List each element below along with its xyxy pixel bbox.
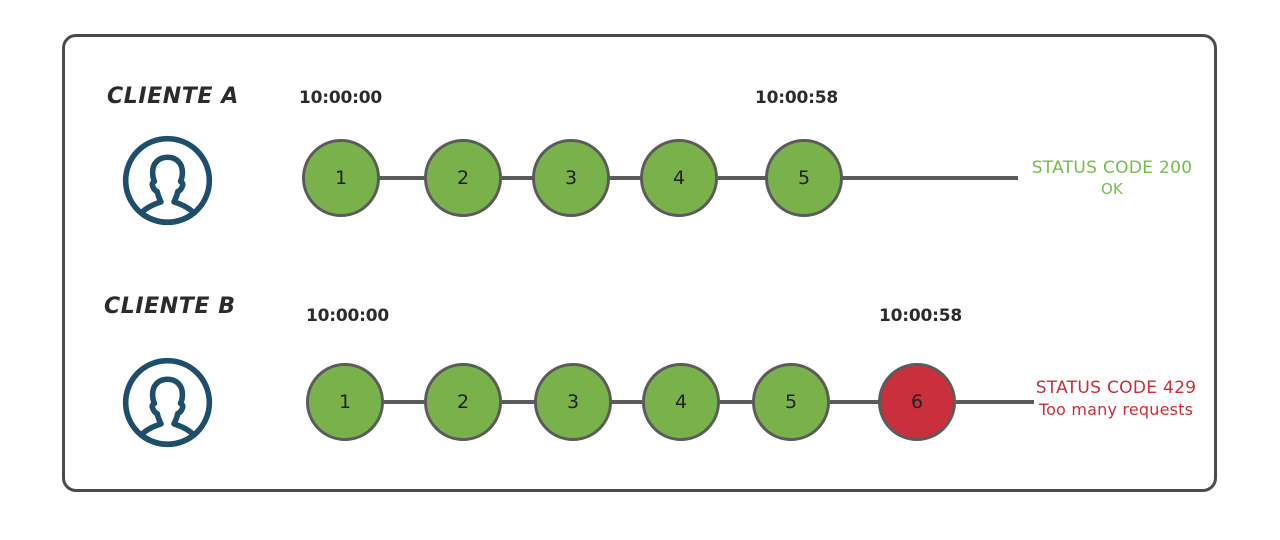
status-message-a: OK bbox=[1100, 179, 1124, 198]
status-badge-b: STATUS CODE 429 Too many requests bbox=[1026, 378, 1206, 420]
request-node[interactable]: 5 bbox=[765, 139, 843, 217]
connector-a-3 bbox=[608, 176, 642, 180]
request-node-number: 2 bbox=[456, 391, 470, 413]
user-avatar-icon bbox=[121, 356, 214, 449]
connector-b-tail bbox=[956, 400, 1034, 404]
client-label-b: CLIENTE B bbox=[104, 294, 236, 319]
request-node[interactable]: 3 bbox=[534, 363, 612, 441]
request-node[interactable]: 1 bbox=[306, 363, 384, 441]
request-node-number: 1 bbox=[338, 391, 352, 413]
timestamp-start-b: 10:00:00 bbox=[306, 306, 389, 326]
connector-a-2 bbox=[500, 176, 534, 180]
request-node[interactable]: 3 bbox=[532, 139, 610, 217]
request-node[interactable]: 2 bbox=[424, 363, 502, 441]
request-node-number: 1 bbox=[334, 167, 348, 189]
request-node-number: 3 bbox=[564, 167, 578, 189]
request-node-number: 5 bbox=[784, 391, 798, 413]
timestamp-end-a: 10:00:58 bbox=[755, 88, 838, 108]
timestamp-end-b: 10:00:58 bbox=[879, 306, 962, 326]
request-node[interactable]: 4 bbox=[640, 139, 718, 217]
status-code-a: STATUS CODE 200 bbox=[1031, 158, 1193, 178]
request-node[interactable]: 2 bbox=[424, 139, 502, 217]
status-code-b: STATUS CODE 429 bbox=[1035, 378, 1197, 398]
diagram-frame bbox=[62, 34, 1217, 492]
request-node[interactable]: 4 bbox=[642, 363, 720, 441]
connector-b-5 bbox=[828, 400, 880, 404]
connector-a-tail bbox=[841, 176, 1018, 180]
connector-b-1 bbox=[382, 400, 426, 404]
request-node-number: 4 bbox=[672, 167, 686, 189]
connector-a-4 bbox=[716, 176, 767, 180]
connector-b-2 bbox=[500, 400, 536, 404]
request-node-number: 3 bbox=[566, 391, 580, 413]
request-node-rejected[interactable]: 6 bbox=[878, 363, 956, 441]
connector-b-4 bbox=[718, 400, 754, 404]
request-node-number: 2 bbox=[456, 167, 470, 189]
client-label-a: CLIENTE A bbox=[107, 84, 239, 109]
connector-b-3 bbox=[610, 400, 644, 404]
status-badge-a: STATUS CODE 200 OK bbox=[1022, 158, 1202, 199]
request-node-number: 4 bbox=[674, 391, 688, 413]
request-node-number: 6 bbox=[910, 391, 924, 413]
user-avatar-icon bbox=[121, 134, 214, 227]
connector-a-1 bbox=[378, 176, 426, 180]
timestamp-start-a: 10:00:00 bbox=[299, 88, 382, 108]
request-node[interactable]: 1 bbox=[302, 139, 380, 217]
status-message-b: Too many requests bbox=[1038, 399, 1194, 419]
request-node[interactable]: 5 bbox=[752, 363, 830, 441]
request-node-number: 5 bbox=[797, 167, 811, 189]
